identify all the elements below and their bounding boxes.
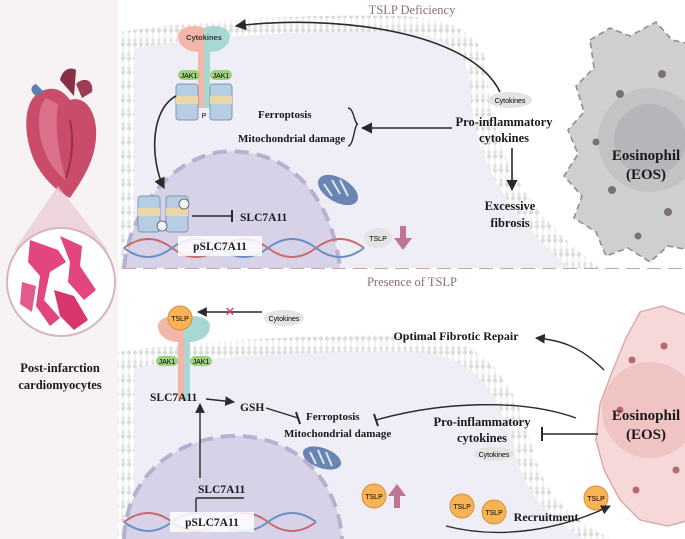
recruit-tslp-3: TSLP	[587, 496, 605, 503]
bottom-jak-right: JAK1	[193, 359, 210, 366]
bottom-jak-left: JAK1	[159, 359, 176, 366]
bottom-eos-label-2: (EOS)	[626, 427, 666, 443]
cardiomyocyte-tissue-icon	[6, 227, 116, 337]
bottom-slc: SLC7A11	[150, 392, 198, 404]
bottom-receptor: TSLP JAK1 JAK1	[156, 305, 212, 400]
top-phospho: P	[202, 113, 207, 120]
blocked-x-icon: ✕	[225, 305, 236, 320]
bottom-panel: Eosinophil (EOS) Presence of TSLP TSLP J…	[118, 270, 685, 539]
top-eos-label-2: (EOS)	[626, 167, 666, 183]
bottom-mitochondria-icon	[302, 446, 342, 470]
bottom-title: Presence of TSLP	[367, 275, 457, 289]
top-proinflam-2: cytokines	[479, 131, 529, 145]
recruit-tslp-1: TSLP	[453, 504, 471, 511]
bottom-receptor-tslp: TSLP	[171, 316, 189, 323]
top-mito-damage: Mitochondrial damage	[238, 133, 345, 145]
bottom-proinflam-1: Pro-inflammatory	[434, 415, 532, 429]
top-fibrosis-1: Excessive	[485, 199, 536, 213]
top-pslc: pSLC7A11	[193, 241, 247, 253]
bottom-eosinophil: Eosinophil (EOS)	[595, 305, 685, 527]
left-label-line1: Post-infarction	[20, 361, 100, 375]
recruitment-label: Recruitment	[514, 510, 579, 524]
top-receptor: Cytokines JAK1 JAK1 P	[175, 26, 233, 121]
heart-icon	[26, 68, 97, 198]
bottom-tslp-up: TSLP	[361, 483, 406, 509]
bottom-cytokine-under: Cytokines	[479, 452, 510, 459]
bottom-mito-damage: Mitochondrial damage	[284, 428, 391, 440]
recruitment-group: TSLP TSLP TSLP Recruitment	[445, 485, 611, 534]
left-label-line2: cardiomyocytes	[18, 378, 101, 392]
bottom-ferroptosis: Ferroptosis	[306, 411, 360, 423]
bottom-cytokine-small: Cytokines	[269, 316, 300, 323]
top-jak-right: JAK1	[213, 73, 230, 80]
bottom-repair: Optimal Fibrotic Repair	[393, 329, 519, 343]
top-title: TSLP Deficiency	[369, 3, 456, 17]
top-mitochondria-icon	[318, 174, 358, 206]
top-slc: SLC7A11	[240, 212, 288, 224]
top-nuclear-complex	[137, 195, 190, 233]
top-tslp-down: TSLP	[364, 226, 412, 250]
top-jak-left: JAK1	[181, 73, 198, 80]
top-cytokine-small: Cytokines	[495, 98, 526, 105]
recruit-tslp-2: TSLP	[485, 510, 503, 517]
top-tslp-label: TSLP	[369, 236, 387, 243]
top-receptor-label: Cytokines	[186, 33, 222, 42]
top-panel: Eosinophil (EOS) TSLP Deficiency Cytokin…	[118, 0, 685, 268]
top-proinflam-1: Pro-inflammatory	[456, 115, 554, 129]
bottom-gsh: GSH	[240, 402, 264, 414]
bottom-proinflam-2: cytokines	[457, 431, 507, 445]
top-ferroptosis: Ferroptosis	[258, 109, 312, 121]
bottom-tslp-up-label: TSLP	[365, 494, 383, 501]
left-panel: Post-infarction cardiomyocytes	[0, 0, 122, 539]
bottom-pslc: pSLC7A11	[185, 517, 239, 529]
top-eos-label-1: Eosinophil	[612, 148, 680, 164]
bottom-slc-nucleus: SLC7A11	[198, 484, 246, 496]
top-fibrosis-2: fibrosis	[490, 216, 529, 230]
bottom-eos-label-1: Eosinophil	[612, 408, 680, 424]
top-eosinophil: Eosinophil (EOS)	[562, 20, 685, 263]
